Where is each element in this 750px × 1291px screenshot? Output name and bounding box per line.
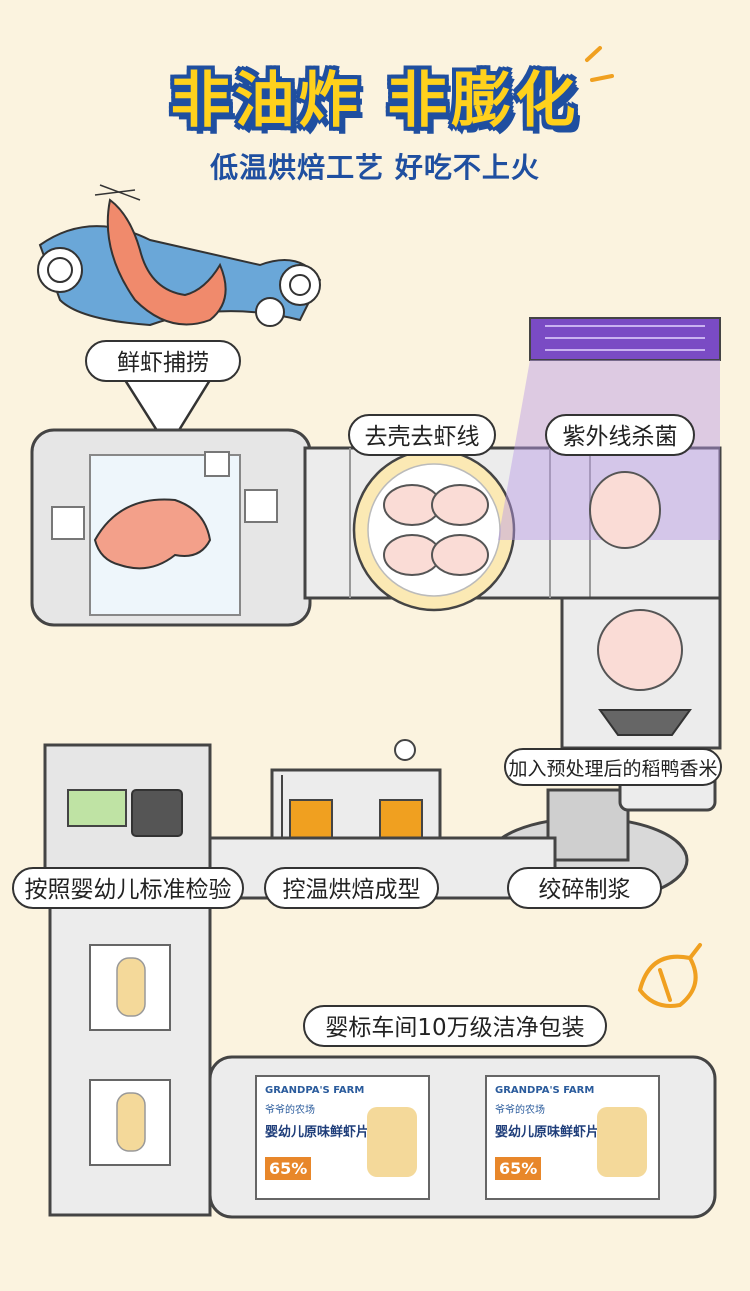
page-subtitle: 低温烘焙工艺 好吃不上火 (0, 146, 750, 186)
step-label-peeling: 去壳去虾线 (348, 414, 496, 456)
step-label-uv-sterilization: 紫外线杀菌 (545, 414, 695, 456)
step-label-inspection: 按照婴幼儿标准检验 (12, 867, 244, 909)
step-label-packaging: 婴标车间10万级洁净包装 (303, 1005, 607, 1047)
product-brand: GRANDPA'S FARM (265, 1085, 364, 1096)
product-brand: GRANDPA'S FARM (495, 1085, 594, 1096)
product-pack: GRANDPA'S FARM 爷爷的农场 婴幼儿原味鲜虾片 65% (255, 1075, 430, 1200)
shrimp-doodle-icon (640, 945, 700, 1006)
product-percent: 65% (265, 1157, 311, 1180)
product-name: 婴幼儿原味鲜虾片 (265, 1121, 369, 1140)
product-percent: 65% (495, 1157, 541, 1180)
step-label-grinding: 绞碎制浆 (507, 867, 662, 909)
product-pack: GRANDPA'S FARM 爷爷的农场 婴幼儿原味鲜虾片 65% (485, 1075, 660, 1200)
shrimp-chip-image (367, 1107, 417, 1177)
step-label-add-rice: 加入预处理后的稻鸭香米 (504, 748, 722, 786)
product-brand-cn: 爷爷的农场 (265, 1101, 315, 1116)
shrimp-chip-image (597, 1107, 647, 1177)
product-brand-cn: 爷爷的农场 (495, 1101, 545, 1116)
page-title: 非油炸 非膨化 (0, 52, 750, 139)
step-label-baking: 控温烘焙成型 (264, 867, 439, 909)
step-label-shrimp-fishing: 鲜虾捕捞 (85, 340, 241, 382)
product-name: 婴幼儿原味鲜虾片 (495, 1121, 599, 1140)
